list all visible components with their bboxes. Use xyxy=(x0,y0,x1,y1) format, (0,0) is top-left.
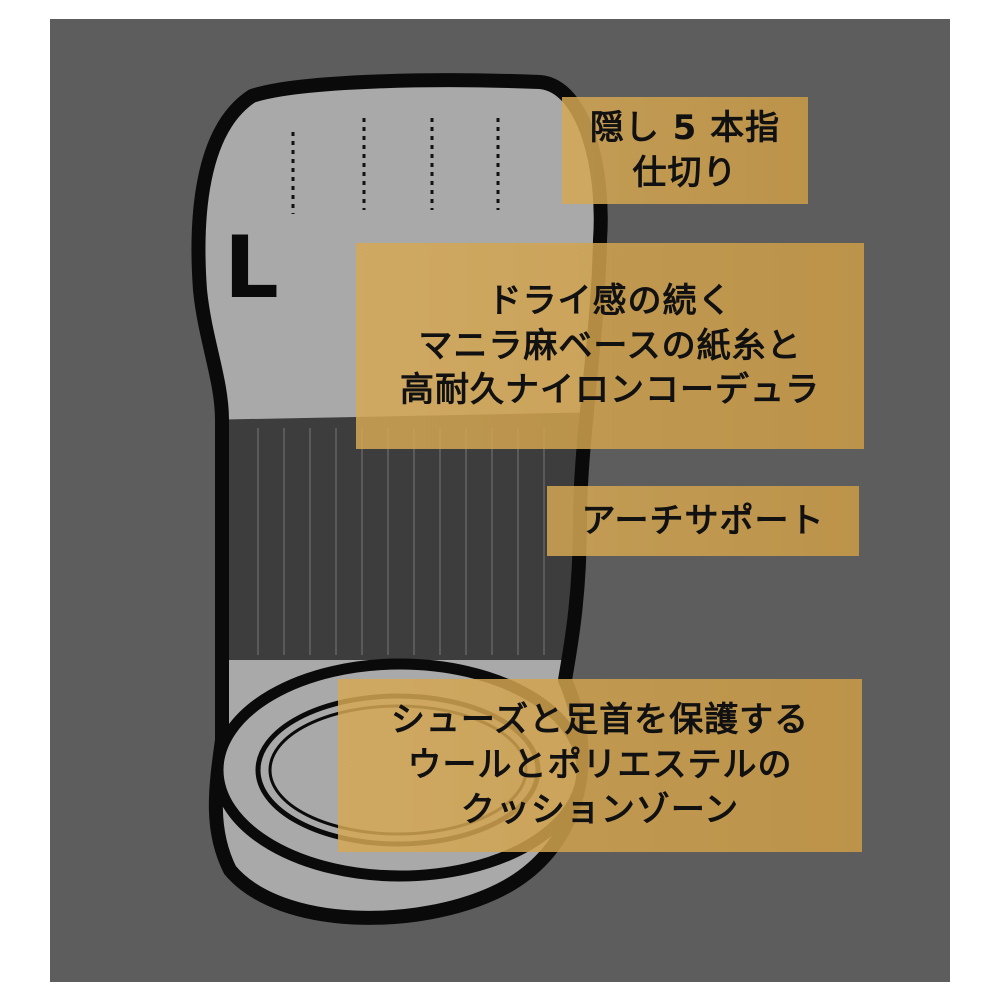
label-dry-material: ドライ感の続く マニラ麻ベースの紙糸と 高耐久ナイロンコーデュラ xyxy=(356,243,864,449)
size-mark: L xyxy=(224,218,279,318)
label-cushion-zone: シューズと足首を保護する ウールとポリエステルの クッションゾーン xyxy=(338,679,862,852)
toe-divider-lines xyxy=(291,118,500,214)
label-arch-support: アーチサポート xyxy=(547,486,859,556)
label-toe-divider: 隠し 5 本指 仕切り xyxy=(562,97,808,204)
arch-band xyxy=(200,412,601,660)
